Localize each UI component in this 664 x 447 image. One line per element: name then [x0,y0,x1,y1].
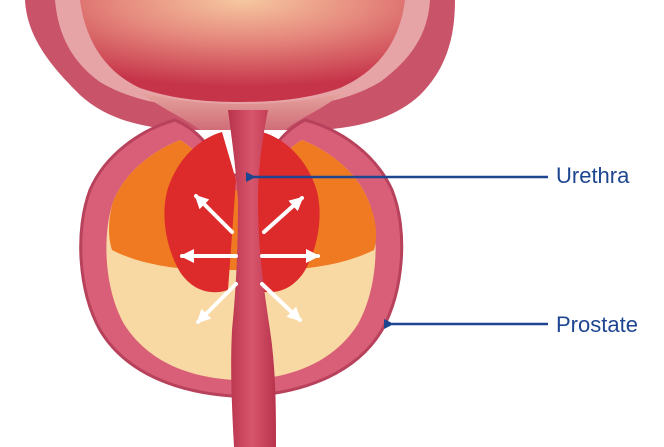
urethra-label: Urethra [556,163,629,189]
prostate-label: Prostate [556,312,638,338]
